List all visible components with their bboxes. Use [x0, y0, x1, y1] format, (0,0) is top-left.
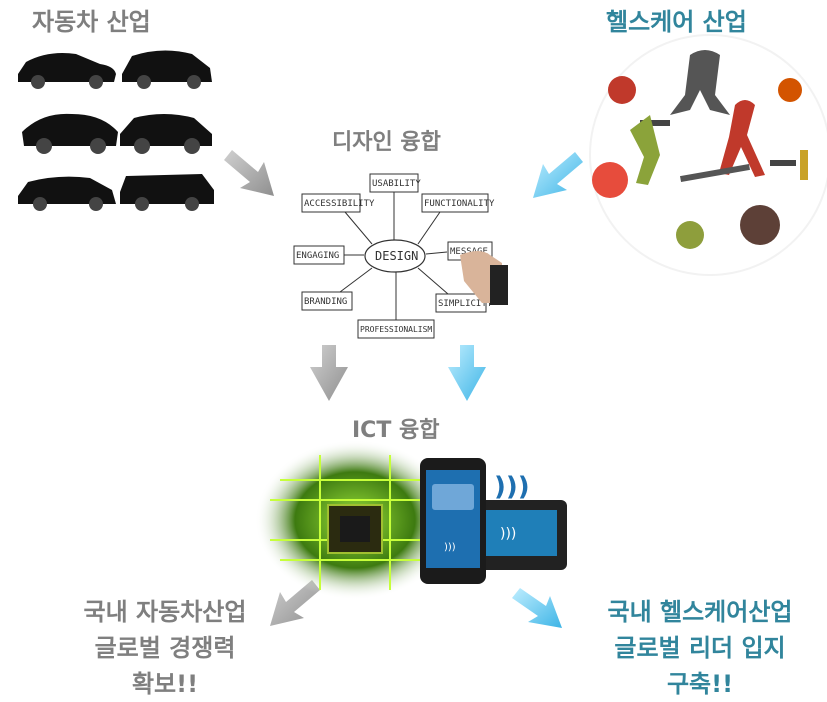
- car-silhouettes-icon: [18, 50, 214, 211]
- svg-text:))): ))): [494, 472, 530, 502]
- svg-text:))): ))): [500, 526, 516, 542]
- healthcare-result-line-2: 글로벌 리더 입지: [614, 634, 786, 662]
- automotive-title: 자동차 산업: [32, 8, 151, 36]
- smartphone-payment-icon: ))) ))) ))): [420, 458, 567, 584]
- design-node-professionalism: PROFESSIONALISM: [360, 325, 432, 334]
- healthcare-result-line-3: 구축!!: [666, 670, 734, 698]
- arrow-health-to-design: [533, 152, 583, 198]
- healthcare-title: 헬스케어 산업: [606, 8, 747, 36]
- arrow-design-to-ict-blue: [448, 345, 486, 401]
- svg-text:))): ))): [444, 542, 456, 553]
- arrow-design-to-ict-gray: [310, 345, 348, 401]
- automotive-result-line-3: 확보!!: [131, 670, 199, 698]
- design-node-functionality: FUNCTIONALITY: [424, 199, 495, 209]
- automotive-result-line-1: 국내 자동차산업: [83, 598, 247, 626]
- design-node-message: MESSAGE: [450, 247, 488, 257]
- design-node-engaging: ENGAGING: [296, 251, 339, 261]
- design-diagram: DESIGN USABILITY ACCESSIBILITY FUNCTIONA…: [290, 162, 508, 350]
- healthcare-result: 국내 헬스케어산업 글로벌 리더 입지 구축!!: [575, 594, 825, 702]
- design-center-label: DESIGN: [375, 249, 418, 263]
- design-node-accessibility: ACCESSIBILITY: [304, 199, 375, 209]
- arrow-ict-to-health-result: [512, 588, 562, 628]
- design-node-usability: USABILITY: [372, 179, 421, 189]
- arrow-auto-to-design: [224, 150, 274, 196]
- design-node-branding: BRANDING: [304, 297, 347, 307]
- design-title: 디자인 융합: [332, 130, 441, 155]
- arrow-ict-to-auto-result: [270, 580, 320, 626]
- automotive-result: 국내 자동차산업 글로벌 경쟁력 확보!!: [30, 594, 300, 702]
- automotive-result-line-2: 글로벌 경쟁력: [94, 634, 236, 662]
- healthcare-result-line-1: 국내 헬스케어산업: [607, 598, 793, 626]
- design-node-simplicity: SIMPLICITY: [438, 299, 493, 309]
- ict-title: ICT 융합: [352, 418, 440, 443]
- circuit-board-chip-icon: [255, 440, 455, 600]
- healthcare-fitness-circle-icon: [589, 34, 827, 276]
